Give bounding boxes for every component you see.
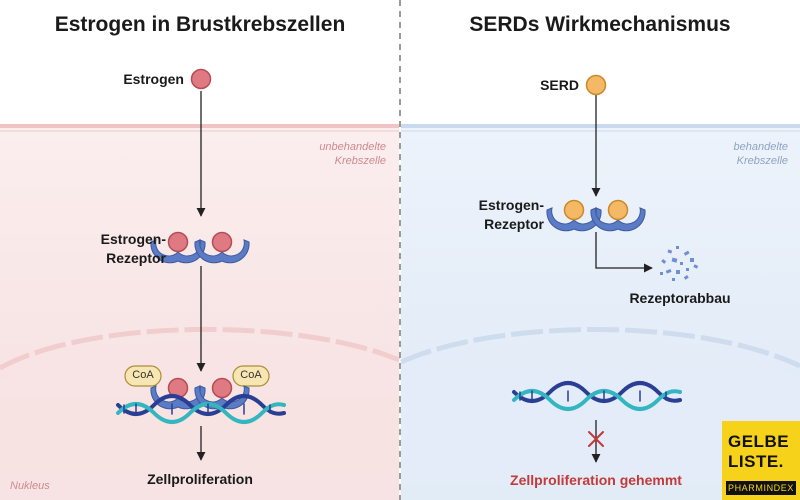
degradation-label: Rezeptorabbau: [629, 290, 731, 306]
treated-cell-label-line2: Krebszelle: [736, 155, 788, 167]
untreated-cell-label: unbehandelte Krebszelle: [270, 140, 386, 168]
left-receptor-label: Estrogen- Rezeptor: [96, 230, 166, 268]
inhibited-proliferation-label: Zellproliferation gehemmt: [510, 472, 682, 488]
untreated-cell-label-line1: unbehandelte: [319, 141, 386, 153]
nucleus-label: Nukleus: [10, 480, 50, 492]
dna-helix-right: [512, 381, 682, 411]
left-receptor-label-line2: Rezeptor: [106, 250, 166, 266]
estrogen-receptor-left: [150, 231, 250, 264]
coa-left-label: CoA: [132, 369, 154, 381]
logo-line1: GELBE: [728, 432, 790, 451]
coa-badge-left: [124, 365, 162, 387]
untreated-cell: [0, 124, 400, 500]
right-panel-title: SERDs Wirkmechanismus: [469, 13, 731, 36]
coa-right-label: CoA: [240, 369, 262, 381]
proliferation-label: Zellproliferation: [147, 471, 253, 487]
right-receptor-label-line2: Rezeptor: [484, 216, 544, 232]
right-receptor-label-line1: Estrogen-: [478, 197, 544, 213]
logo-line2: LISTE.: [728, 452, 784, 471]
serd-label: SERD: [540, 77, 579, 93]
coa-badge-right: [232, 365, 270, 387]
receptor-fragments: [660, 246, 699, 281]
right-arrows: [591, 95, 653, 463]
treated-cell-label-line1: behandelte: [733, 141, 788, 153]
serd-ligand: [585, 74, 607, 96]
left-receptor-label-line1: Estrogen-: [100, 231, 166, 247]
untreated-cell-label-line2: Krebszelle: [334, 155, 386, 167]
estrogen-ligand: [190, 68, 212, 90]
estrogen-label: Estrogen: [123, 71, 184, 87]
estrogen-receptor-right: [546, 199, 646, 232]
right-receptor-label: Estrogen- Rezeptor: [474, 196, 544, 234]
inhibition-x-icon: [588, 431, 604, 447]
dna-helix-left: [116, 394, 286, 424]
logo-line3: PHARMINDEX: [726, 481, 796, 495]
treated-cell-label: behandelte Krebszelle: [670, 140, 788, 168]
gelbe-liste-logo: GELBE LISTE. PHARMINDEX: [722, 421, 800, 500]
receptor-coa-complex: [124, 365, 270, 410]
left-panel-title: Estrogen in Brustkrebszellen: [54, 13, 346, 36]
